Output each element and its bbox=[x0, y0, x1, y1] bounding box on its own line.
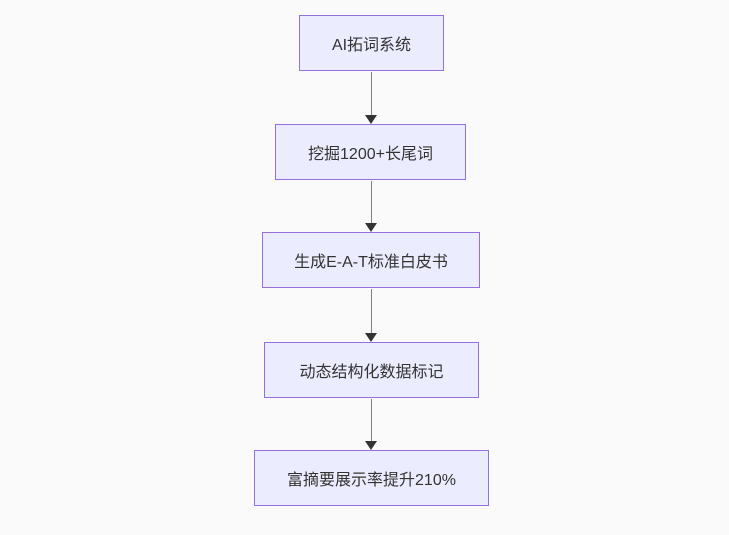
flow-arrow-2 bbox=[365, 181, 378, 232]
flow-node-mine-longtail-keywords: 挖掘1200+长尾词 bbox=[275, 124, 466, 180]
arrowhead-down-icon bbox=[365, 115, 377, 124]
flow-node-rich-snippet-rate-increase: 富摘要展示率提升210% bbox=[254, 450, 489, 506]
arrowhead-down-icon bbox=[365, 333, 377, 342]
node-label: 富摘要展示率提升210% bbox=[287, 472, 456, 489]
flow-arrow-1 bbox=[365, 72, 378, 124]
arrow-line bbox=[370, 289, 372, 334]
flow-node-generate-eat-whitepaper: 生成E-A-T标准白皮书 bbox=[262, 232, 480, 288]
flow-node-ai-word-expansion-system: AI拓词系统 bbox=[299, 15, 444, 71]
arrowhead-down-icon bbox=[365, 441, 377, 450]
arrow-line bbox=[370, 72, 372, 116]
arrowhead-down-icon bbox=[365, 223, 377, 232]
arrow-line bbox=[370, 399, 372, 442]
node-label: 挖掘1200+长尾词 bbox=[308, 146, 433, 163]
node-label: 生成E-A-T标准白皮书 bbox=[294, 254, 448, 271]
flow-arrow-3 bbox=[365, 289, 378, 342]
node-label: 动态结构化数据标记 bbox=[299, 364, 444, 381]
flow-arrow-4 bbox=[365, 399, 378, 450]
arrow-line bbox=[370, 181, 372, 224]
flow-node-dynamic-structured-data-markup: 动态结构化数据标记 bbox=[264, 342, 479, 398]
node-label: AI拓词系统 bbox=[331, 37, 412, 54]
